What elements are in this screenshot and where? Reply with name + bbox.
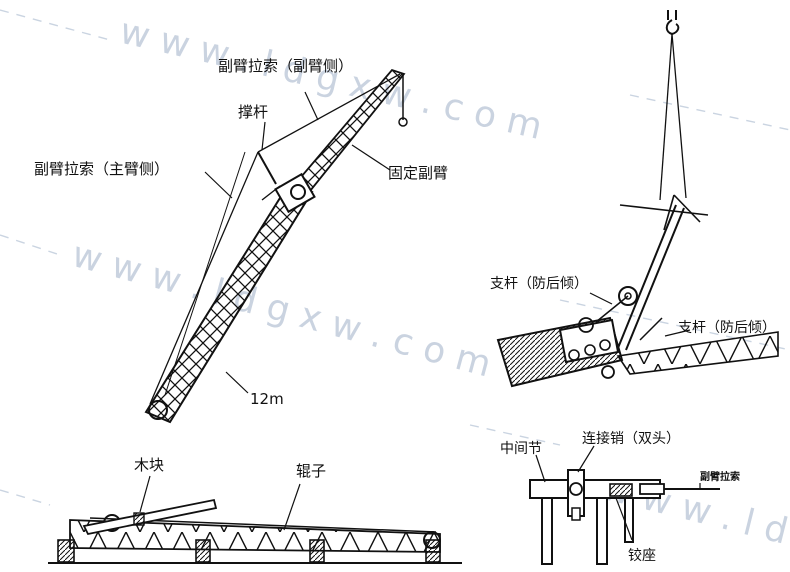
leader-hinge-seat — [615, 497, 633, 541]
spreader-bar — [619, 204, 709, 216]
double-pin — [569, 482, 583, 496]
watermark-dash-line-5 — [0, 489, 51, 506]
watermark-dash-line-1 — [0, 9, 111, 41]
strut-brace — [261, 185, 281, 201]
watermark-dash-line-2 — [629, 94, 790, 131]
label-backstop-lower: 支杆（防后倾） — [678, 320, 776, 336]
strut-bar — [257, 151, 277, 185]
jib-foot-pin — [290, 184, 306, 200]
watermark-dash-line-3 — [0, 234, 61, 256]
wood-block-strut — [82, 498, 218, 536]
backstop-pivot — [578, 317, 594, 333]
leg-2 — [596, 497, 608, 565]
installed-jib-panel: 副臂拉索（副臂侧） 撑杆 副臂拉索（主臂侧） 固定副臂 12m — [34, 57, 448, 424]
label-middle-section: 中间节 — [500, 441, 542, 457]
label-fixed-jib: 固定副臂 — [388, 164, 448, 182]
backstop-wheel — [618, 286, 638, 306]
label-connecting-pin: 连接销（双头） — [582, 430, 680, 447]
jib-foot-roller — [601, 365, 615, 379]
leg-3 — [624, 497, 634, 543]
boom-head-plate — [558, 318, 620, 364]
lifted-jib-line-a — [617, 204, 677, 349]
label-tie-main-side: 副臂拉索（主臂侧） — [34, 160, 169, 178]
tie-rod-end — [639, 483, 665, 495]
ground-panel: 木块 辊子 — [48, 456, 462, 564]
lifting-panel: 支杆（防后倾） 支杆（防后倾） — [490, 10, 779, 388]
boom-foot-pin — [148, 400, 168, 420]
label-tie-small: 副臂拉索 — [700, 470, 740, 483]
boom-head-hole-3 — [599, 339, 611, 351]
label-12m: 12m — [250, 390, 284, 408]
leader-tie-main-side — [204, 171, 233, 199]
label-wood-block: 木块 — [134, 456, 164, 474]
watermark-text-1: w w w . l d g x w . c o m — [116, 11, 546, 148]
label-roller: 辊子 — [296, 462, 326, 480]
label-backstop-upper: 支杆（防后倾） — [490, 276, 588, 292]
label-tie-jib-side: 副臂拉索（副臂侧） — [218, 57, 353, 75]
leader-middle-section — [535, 454, 546, 483]
leader-connecting-pin — [577, 445, 595, 473]
boom-head — [274, 172, 316, 214]
leader-roller — [283, 483, 301, 531]
backstop-strut-upper — [595, 295, 629, 323]
watermark: w w w . l d g x w . c o m w w w . l d g … — [0, 9, 790, 553]
tie-rope-main-side-2 — [164, 151, 246, 396]
crane-hook-icon — [665, 10, 680, 36]
leader-wood-block — [139, 475, 151, 513]
pin-head — [571, 507, 581, 521]
roller-right — [423, 531, 441, 549]
leader-12m — [225, 371, 249, 394]
wood-block — [133, 512, 145, 526]
leader-strut — [261, 121, 266, 151]
sling-rope-left — [659, 33, 673, 201]
lower-jib-lattice — [616, 331, 779, 375]
boom-head-hole-1 — [568, 349, 580, 361]
label-strut: 撑杆 — [238, 103, 268, 121]
hinge-seat-block — [609, 483, 633, 497]
lifted-jib-line-b — [625, 207, 685, 351]
leader-backstop-upper — [589, 292, 613, 305]
watermark-text-2: w w w . l d g x w . c o m — [68, 234, 496, 385]
spreader-hanger — [663, 194, 675, 231]
leader-backstop-lower — [664, 329, 691, 337]
pin-detail-panel: 中间节 连接销（双头） 副臂拉索 铰座 — [500, 430, 740, 565]
backstop-wheel-hub — [624, 292, 632, 300]
spreader-hanger-2 — [673, 194, 701, 223]
hook-icon — [398, 117, 408, 127]
leader-tie-jib-side — [304, 91, 319, 121]
watermark-dash-line-4 — [469, 424, 561, 446]
leg-1 — [541, 497, 553, 565]
sling-rope-right — [671, 33, 687, 199]
tie-rope-jib-side — [257, 73, 401, 153]
watermark-dash-line-6 — [559, 299, 790, 351]
boom-head-hole-2 — [584, 344, 596, 356]
ground-jib-lattice — [69, 519, 441, 553]
leader-fixed-jib — [351, 144, 391, 171]
backstop-strut-lower — [639, 317, 663, 341]
label-hinge-seat: 铰座 — [628, 548, 656, 564]
